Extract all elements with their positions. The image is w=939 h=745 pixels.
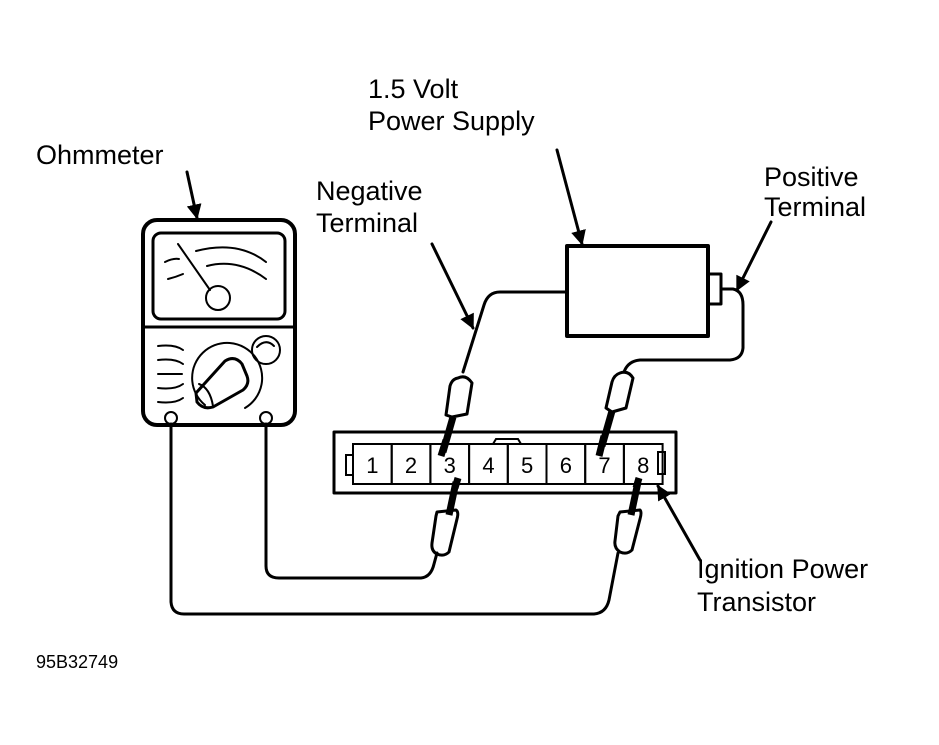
negative-terminal-arrow	[430, 242, 475, 330]
probe-tip-pin7-top	[595, 435, 608, 457]
connector-latch	[492, 438, 522, 445]
power-supply-label-line1: 1.5 Volt	[368, 74, 459, 104]
pin-label: 4	[482, 453, 494, 478]
ohmmeter-label: Ohmmeter	[36, 140, 164, 170]
pin-label: 1	[366, 453, 378, 478]
pin-label: 7	[598, 453, 610, 478]
ohmmeter-lead-left	[169, 422, 620, 616]
transistor-label-line1: Ignition Power	[697, 554, 868, 584]
pin-label: 5	[521, 453, 533, 478]
connector-pin-1[interactable]: 1	[352, 443, 393, 485]
power-supply	[565, 244, 723, 338]
power-supply-arrow	[555, 148, 586, 246]
pin-label: 3	[444, 453, 456, 478]
transistor-connector: 1 2 3 4 5 6 7 8	[332, 430, 678, 495]
ohmmeter	[141, 218, 297, 427]
negative-terminal-label-line1: Negative	[316, 176, 423, 206]
connector-pin-7[interactable]: 7	[584, 443, 625, 485]
negative-wire	[461, 290, 569, 374]
selector-knob[interactable]	[194, 357, 250, 410]
figure-code: 95B32749	[36, 652, 118, 672]
right-jack[interactable]	[259, 411, 273, 425]
positive-terminal-label-line2: Terminal	[764, 192, 866, 222]
negative-terminal-label-line2: Terminal	[316, 208, 418, 238]
connector-pin-3[interactable]: 3	[429, 443, 471, 485]
positive-wire	[622, 287, 745, 374]
connector-pin-4[interactable]: 4	[468, 443, 509, 485]
selector-knob-dial[interactable]	[191, 341, 264, 409]
ohmmeter-display	[151, 231, 287, 321]
probe-positive-top[interactable]	[598, 370, 635, 447]
transistor-label-line2: Transistor	[697, 587, 816, 617]
power-supply-body	[565, 244, 710, 338]
connector-pin-6[interactable]: 6	[545, 443, 587, 485]
probe-tip-pin3-top	[437, 438, 450, 458]
probe-tip-pin3-bottom	[451, 476, 462, 490]
pin-label: 2	[405, 453, 417, 478]
needle-pivot	[205, 285, 231, 311]
connector-pin-2[interactable]: 2	[390, 443, 432, 485]
connector-pin-5[interactable]: 5	[506, 443, 548, 485]
power-supply-label-line2: Power Supply	[368, 106, 535, 136]
left-jack[interactable]	[164, 411, 178, 425]
connector-pin-8[interactable]: 8	[622, 443, 664, 485]
pin-label: 8	[637, 453, 649, 478]
zero-adjust-knob[interactable]	[251, 335, 281, 365]
transistor-arrow	[656, 484, 702, 562]
connector-housing	[332, 430, 678, 495]
pin-label: 6	[560, 453, 572, 478]
ohmmeter-arrow	[185, 170, 202, 220]
ohmmeter-body	[141, 218, 297, 427]
ohmmeter-lead-right	[264, 422, 439, 580]
positive-terminal-label-line1: Positive	[764, 162, 859, 192]
positive-terminal-arrow	[735, 220, 773, 292]
probe-tip-pin8-bottom	[632, 476, 643, 490]
ohmmeter-needle	[177, 243, 211, 291]
